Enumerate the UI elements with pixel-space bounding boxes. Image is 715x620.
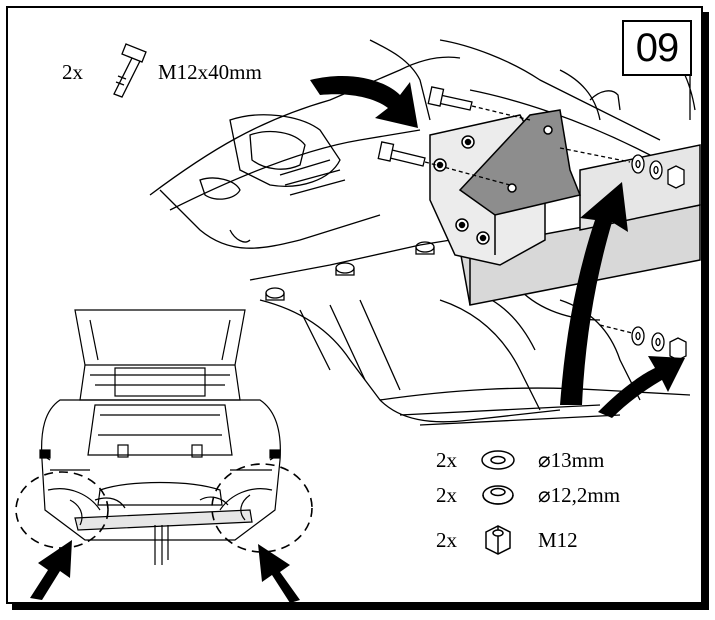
part-qty: 2x xyxy=(436,528,457,552)
frame-shadow-right xyxy=(703,12,709,606)
bolt-icon xyxy=(113,43,147,98)
direction-arrows xyxy=(310,75,685,418)
part-spec: M12 xyxy=(538,528,578,552)
fastener-stack xyxy=(559,147,687,361)
part-spec: ⌀12,2mm xyxy=(538,483,621,507)
flange-nuts xyxy=(265,241,435,301)
step-number: 09 xyxy=(622,20,692,76)
highlight-circles xyxy=(15,463,313,553)
spring-washer-icon xyxy=(482,485,514,505)
hex-nut-icon xyxy=(485,525,511,555)
inserted-bolts xyxy=(377,86,531,186)
frame-shadow-bottom xyxy=(12,604,709,610)
bolt-qty: 2x xyxy=(62,60,83,84)
mounting-bracket xyxy=(429,109,582,266)
bolt-spec: M12x40mm xyxy=(158,60,262,84)
car-rear-overview xyxy=(39,309,281,565)
part-qty: 2x xyxy=(436,448,457,472)
part-spec: ⌀13mm xyxy=(538,448,605,472)
overview-arrows xyxy=(30,540,300,603)
part-qty: 2x xyxy=(436,483,457,507)
flat-washer-icon xyxy=(481,450,515,470)
